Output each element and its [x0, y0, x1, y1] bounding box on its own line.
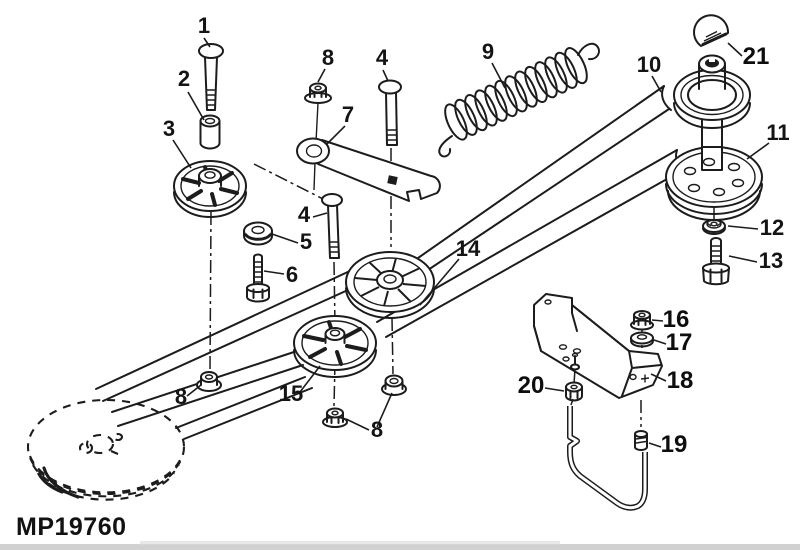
callout-3: 3 [163, 116, 175, 141]
leader-lines [172, 37, 770, 448]
callout-4-upper: 4 [376, 45, 389, 70]
spacer-2 [199, 114, 221, 150]
callout-4-lower: 4 [298, 202, 311, 227]
idler-bracket-18 [533, 293, 663, 399]
callout-17: 17 [666, 329, 693, 356]
callout-12: 12 [760, 215, 784, 240]
callout-16: 16 [663, 306, 690, 333]
hex-nut-8-bottom [322, 407, 348, 428]
flange-nut-8-left [196, 371, 222, 392]
callout-14: 14 [456, 236, 481, 261]
drive-belt-10 [95, 85, 672, 402]
cup-washer-5 [243, 221, 273, 246]
engine-pulley-phantom [26, 398, 186, 501]
callout-2: 2 [178, 66, 190, 91]
rod-ferrule [634, 430, 648, 451]
push-nut-12 [702, 219, 726, 235]
callout-5: 5 [300, 229, 312, 254]
figure-code: MP19760 [16, 513, 127, 541]
flange-nut-8-center [381, 374, 407, 396]
v-idler-pulley-15 [293, 315, 377, 378]
callout-10: 10 [637, 52, 661, 77]
flange-nut-8-top [304, 82, 332, 191]
callout-11: 11 [766, 120, 789, 145]
callout-7: 7 [342, 102, 354, 127]
callout-6: 6 [286, 262, 298, 287]
stacked-pulley-11 [665, 146, 763, 221]
callout-19: 19 [661, 431, 688, 458]
hex-bolt-13 [702, 237, 730, 286]
locknut-16 [630, 310, 654, 331]
callout-8-bottom: 8 [371, 417, 383, 442]
idler-pulley-3 [173, 160, 247, 218]
callout-8-top: 8 [322, 45, 334, 70]
callout-8-left: 8 [175, 384, 187, 409]
callout-18: 18 [667, 367, 694, 394]
idler-arm-7 [296, 137, 441, 202]
extension-spring-9 [438, 42, 600, 158]
bolt-4-lower [321, 193, 343, 259]
bolt-4-upper [378, 79, 402, 146]
scan-smudge [140, 541, 560, 545]
callout-9: 9 [482, 39, 494, 64]
flat-idler-pulley-14 [345, 251, 435, 319]
callout-15: 15 [279, 381, 303, 406]
callout-13: 13 [759, 248, 783, 273]
washer-17 [630, 331, 654, 348]
belt-guide-rod-19 [567, 406, 648, 511]
callout-1: 1 [198, 13, 210, 38]
spacer-20 [565, 381, 583, 402]
scan-edge-band [0, 544, 800, 550]
callout-numbers: 1 2 3 4 4 5 6 7 8 8 8 9 10 11 12 13 14 1… [163, 13, 790, 458]
carriage-bolt-1 [198, 43, 224, 111]
hex-bolt-6 [246, 253, 270, 303]
callout-20: 20 [518, 372, 545, 399]
sheave-pulley-top [673, 54, 751, 129]
callout-21: 21 [743, 43, 770, 70]
key-cap-21 [693, 14, 730, 47]
